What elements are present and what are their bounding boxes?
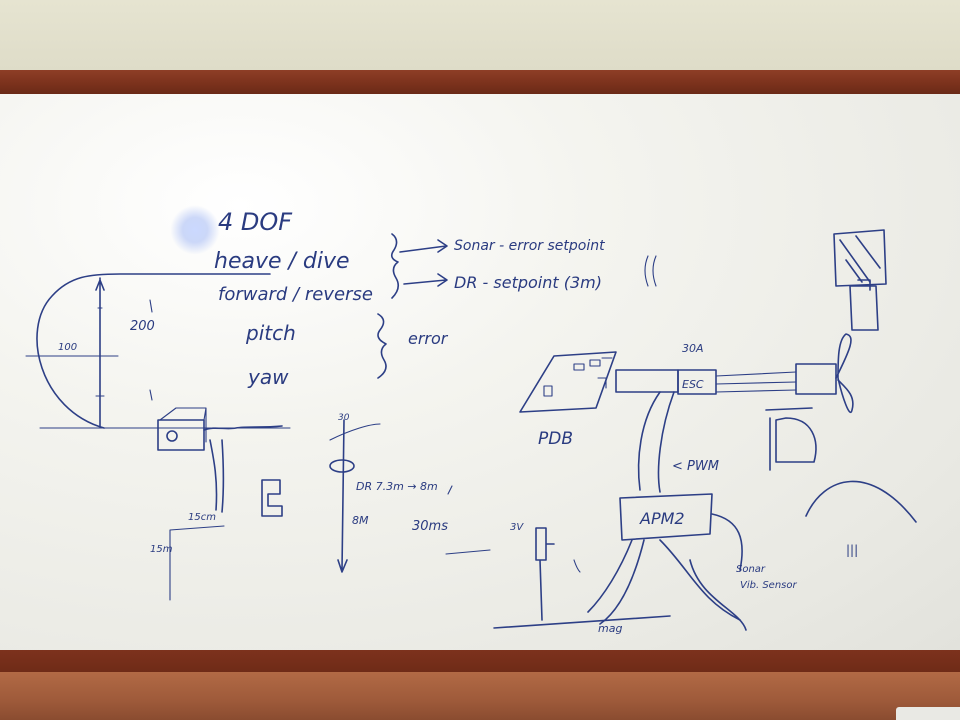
probe — [535, 527, 555, 621]
small-clip — [261, 479, 283, 517]
depth-small: 30 — [338, 413, 350, 423]
wall — [0, 0, 960, 72]
pdb-label: PDB — [538, 429, 573, 449]
dof-forward: forward / reverse — [218, 284, 373, 305]
depth-marker — [329, 459, 355, 473]
dim-15cm: 15cm — [188, 512, 216, 523]
brace-bottom — [377, 313, 387, 379]
dim-vertical — [95, 277, 105, 427]
dim-100: 100 — [58, 342, 77, 353]
dim-15m: 15m — [150, 544, 173, 555]
dr-range: DR 7.3m → 8m — [356, 480, 438, 493]
pdb-board — [519, 351, 617, 413]
pdb-parts — [543, 357, 613, 397]
marker-ledge — [0, 672, 960, 720]
esc-to-apm — [637, 391, 675, 493]
whiteboard-frame-top — [0, 70, 960, 94]
left-box-top — [159, 407, 207, 443]
sonar-sensor: Sonar — [736, 564, 766, 575]
light-glare — [170, 205, 220, 255]
brace-top — [390, 233, 400, 299]
depth-curve — [329, 423, 381, 441]
ground-line-left — [169, 525, 225, 601]
dome-outline — [36, 273, 271, 429]
whiteboard-frame-bottom — [0, 650, 960, 672]
dof-yaw: yaw — [247, 365, 289, 389]
propeller — [835, 333, 854, 414]
time-label: 30ms — [412, 519, 448, 534]
apm-box — [619, 493, 713, 541]
amp-label: 30A — [682, 342, 704, 355]
dof-pitch: pitch — [245, 321, 296, 345]
whiteboard-surface — [0, 94, 960, 652]
thruster-cylinder — [833, 229, 887, 287]
thruster-nozzle — [849, 279, 879, 331]
dof-title: 4 DOF — [218, 208, 293, 236]
apm-cables — [587, 513, 743, 625]
dr-line: DR - setpoint (3m) — [454, 273, 602, 292]
apm-label: APM2 — [639, 509, 685, 528]
arrow-sonar — [399, 239, 448, 253]
mag-label: mag — [598, 622, 622, 635]
vib-sensor: Vib. Sensor — [740, 580, 797, 591]
left-box-lens — [166, 430, 178, 442]
esc-wires — [715, 371, 797, 393]
volt-label: 3V — [510, 522, 524, 533]
left-box — [157, 419, 205, 451]
probe-curl — [573, 559, 581, 573]
floor-line — [493, 559, 747, 631]
esc-label: ESC — [682, 378, 704, 391]
battery-box — [615, 369, 679, 393]
pwm-label: < PWM — [672, 459, 719, 474]
esc-box — [677, 369, 717, 395]
dim-ticks — [95, 299, 153, 401]
sonar-line: Sonar - error setpoint — [454, 238, 605, 254]
motor-body — [795, 363, 837, 395]
left-cable — [203, 425, 283, 513]
d-shape — [765, 407, 817, 471]
tally: ||| — [846, 543, 858, 557]
error-label: error — [408, 329, 449, 348]
arc-right — [805, 480, 917, 523]
depth-line — [337, 419, 348, 573]
dr-paren — [644, 255, 657, 287]
arrow-dr — [403, 273, 448, 287]
depth-8m: 8M — [352, 514, 369, 527]
dof-heave: heave / dive — [214, 249, 350, 274]
time-underline — [445, 485, 491, 555]
dim-200: 200 — [130, 319, 155, 334]
eraser — [896, 707, 960, 720]
